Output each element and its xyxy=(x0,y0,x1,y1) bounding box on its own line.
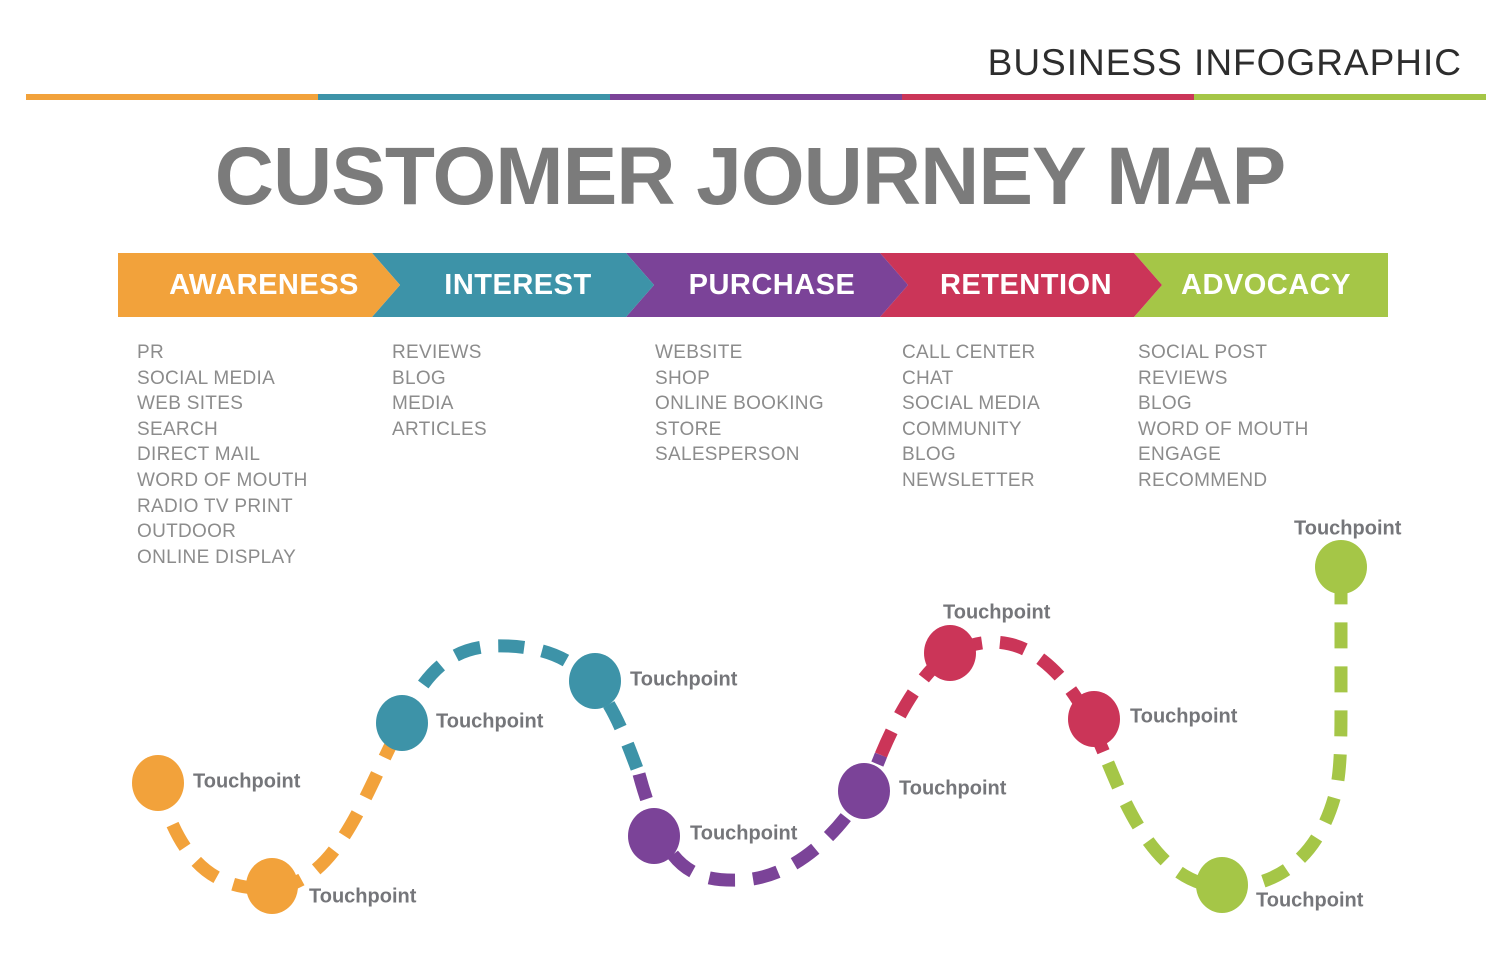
touchpoint-circle-9 xyxy=(1196,857,1248,913)
stage-list-interest: REVIEWS BLOG MEDIA ARTICLES xyxy=(392,340,487,442)
journey-path-interest xyxy=(396,639,646,777)
list-item: SHOP xyxy=(655,367,711,389)
stage-list-advocacy: SOCIAL POST REVIEWS BLOG WORD OF MOUTH E… xyxy=(1138,340,1309,494)
touchpoint-label-7: Touchpoint xyxy=(943,601,1051,624)
touchpoint-label-2: Touchpoint xyxy=(309,885,417,908)
touchpoint-circle-5 xyxy=(628,808,680,864)
touchpoint-label-10: Touchpoint xyxy=(1294,517,1402,540)
stage-chevron-advocacy: ADVOCACY xyxy=(1134,253,1388,317)
touchpoint-circle-10 xyxy=(1315,540,1367,594)
stage-list-awareness: PR SOCIAL MEDIA WEB SITES SEARCH DIRECT … xyxy=(137,340,308,570)
stage-chevron-retention: RETENTION xyxy=(880,253,1162,317)
accent-segment-awareness xyxy=(26,94,318,100)
list-item: WEBSITE xyxy=(655,342,743,363)
touchpoint-circle-3 xyxy=(376,695,428,751)
touchpoint-circle-8 xyxy=(1068,691,1120,747)
accent-segment-interest xyxy=(318,94,610,100)
list-item: WEB SITES xyxy=(137,393,244,415)
list-item: CALL CENTER xyxy=(902,342,1036,363)
list-item: PR xyxy=(137,342,164,363)
list-item: ARTICLES xyxy=(392,418,487,440)
list-item: RECOMMEND xyxy=(1138,469,1268,491)
touchpoint-circle-2 xyxy=(246,858,298,914)
journey-path-advocacy xyxy=(1102,591,1348,894)
touchpoint-circle-6 xyxy=(838,763,890,819)
list-item: BLOG xyxy=(902,444,956,466)
list-item: BLOG xyxy=(1138,393,1192,415)
accent-segment-purchase xyxy=(610,94,902,100)
list-item: ONLINE DISPLAY xyxy=(137,546,297,568)
stage-chevron-awareness: AWARENESS xyxy=(118,253,400,317)
stage-label-awareness: AWARENESS xyxy=(169,269,359,301)
list-item: MEDIA xyxy=(392,393,454,415)
touchpoint-circle-7 xyxy=(924,625,976,681)
stage-chevron-purchase: PURCHASE xyxy=(626,253,908,317)
stage-chevron-interest: INTEREST xyxy=(372,253,654,317)
brand-text: BUSINESS INFOGRAPHIC xyxy=(987,42,1462,83)
list-item: WORD OF MOUTH xyxy=(1138,418,1309,440)
list-item: SOCIAL POST xyxy=(1138,342,1268,363)
touchpoint-label-5: Touchpoint xyxy=(690,822,798,845)
list-item: SEARCH xyxy=(137,418,218,440)
list-item: DIRECT MAIL xyxy=(137,444,261,466)
page-title: CUSTOMER JOURNEY MAP xyxy=(214,131,1286,222)
stage-label-retention: RETENTION xyxy=(939,269,1113,301)
list-item: COMMUNITY xyxy=(902,418,1022,440)
stage-label-advocacy: ADVOCACY xyxy=(1181,269,1351,301)
list-item: ONLINE BOOKING xyxy=(655,393,824,415)
accent-segment-advocacy xyxy=(1194,94,1486,100)
touchpoint-circle-4 xyxy=(569,653,621,709)
touchpoint-label-4: Touchpoint xyxy=(630,668,738,691)
list-item: ENGAGE xyxy=(1138,444,1222,466)
stage-list-purchase: WEBSITE SHOP ONLINE BOOKING STORE SALESP… xyxy=(655,340,824,468)
list-item: WORD OF MOUTH xyxy=(137,469,308,491)
accent-bar xyxy=(26,94,1486,100)
stage-list-retention: CALL CENTER CHAT SOCIAL MEDIA COMMUNITY … xyxy=(902,340,1040,494)
journey-path-awareness xyxy=(151,719,408,895)
list-item: NEWSLETTER xyxy=(902,469,1035,491)
list-item: STORE xyxy=(655,418,722,440)
stage-label-purchase: PURCHASE xyxy=(688,269,856,301)
list-item: OUTDOOR xyxy=(137,521,237,543)
touchpoint-label-1: Touchpoint xyxy=(193,770,301,793)
touchpoint-label-9: Touchpoint xyxy=(1256,889,1364,912)
list-item: SALESPERSON xyxy=(655,444,800,466)
touchpoint-label-8: Touchpoint xyxy=(1130,705,1238,728)
list-item: REVIEWS xyxy=(392,342,482,363)
touchpoint-label-3: Touchpoint xyxy=(436,710,544,733)
list-item: SOCIAL MEDIA xyxy=(902,393,1041,415)
stage-label-interest: INTEREST xyxy=(444,269,592,301)
list-item: REVIEWS xyxy=(1138,367,1228,389)
touchpoint-label-6: Touchpoint xyxy=(899,777,1007,800)
list-item: BLOG xyxy=(392,367,446,389)
touchpoint-circle-1 xyxy=(132,755,184,811)
list-item: CHAT xyxy=(902,367,954,389)
list-item: RADIO TV PRINT xyxy=(137,495,293,517)
accent-segment-retention xyxy=(902,94,1194,100)
list-item: SOCIAL MEDIA xyxy=(137,367,276,389)
